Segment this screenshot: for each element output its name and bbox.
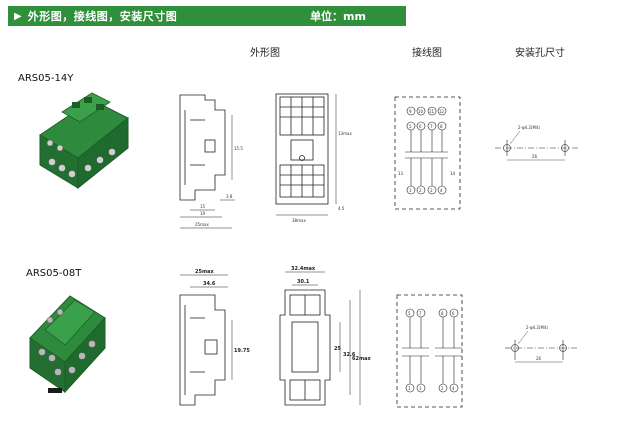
- wiring2-terminal-1: 5: [408, 311, 411, 316]
- mounting-diagram-1: [495, 130, 580, 161]
- dim-side2-a: 25max: [195, 269, 215, 275]
- wiring1-terminal-10: 2: [419, 188, 422, 193]
- mount1-spacing: 26: [532, 154, 538, 159]
- dim-front1-a: 13max: [338, 131, 352, 136]
- wiring1-terminal-5: 5: [409, 124, 412, 129]
- wiring2-terminal-7: 2: [441, 386, 444, 391]
- wiring1-terminal-13: 13: [398, 171, 404, 176]
- product-photo-1: [39, 92, 129, 190]
- product-photo-2: [29, 295, 106, 394]
- wiring2-terminal-5: 1: [408, 386, 411, 391]
- unit-label: 单位：mm: [310, 10, 366, 23]
- model-label-1: ARS05-14Y: [18, 73, 74, 84]
- play-arrow-icon: ▶: [14, 10, 22, 22]
- mounting-diagram-2: [505, 330, 578, 363]
- wiring1-terminal-14: 14: [450, 171, 456, 176]
- dim-front2-a: 32.4max: [291, 266, 316, 272]
- wiring2-terminal-8: 4: [452, 386, 455, 391]
- wiring1-terminal-4: 12: [439, 109, 445, 114]
- wiring-diagram-2: 5 7 8 6 1 3 2 4: [396, 294, 463, 408]
- wiring1-terminal-6: 6: [419, 124, 422, 129]
- wiring1-terminal-2: 10: [418, 109, 424, 114]
- wiring1-terminal-8: 8: [440, 124, 443, 129]
- side-view-1: [179, 94, 235, 229]
- dim-front1-b: 38max: [292, 218, 306, 223]
- mount1-hole-label: 2-φ4.2(M4): [518, 125, 541, 130]
- wiring1-terminal-1: 9: [409, 109, 412, 114]
- side-view-2: [179, 274, 233, 406]
- dim-side1-b: 3.8: [226, 194, 233, 199]
- wiring2-terminal-3: 8: [441, 311, 444, 316]
- dim-side1-a: 15.5: [234, 146, 243, 151]
- dim-side1-e: 25max: [195, 222, 209, 227]
- model-label-2: ARS05-08T: [26, 268, 82, 279]
- mounting-heading: 安装孔尺寸: [515, 48, 565, 59]
- dim-front2-e: 62max: [352, 356, 372, 362]
- outline-heading: 外形图: [250, 48, 280, 59]
- wiring-diagram-1: 9 10 11 12 5 6 7 8 1 2 3 4 13 14: [394, 96, 461, 210]
- wiring2-terminal-4: 6: [452, 311, 455, 316]
- dim-front2-b: 30.1: [297, 279, 310, 285]
- wiring-heading: 接线图: [412, 48, 442, 59]
- wiring2-terminal-6: 3: [419, 386, 422, 391]
- mount2-spacing: 26: [536, 356, 542, 361]
- front-view-1: [275, 93, 337, 216]
- wiring1-terminal-7: 7: [430, 124, 433, 129]
- section-header: ▶ 外形图，接线图，安装尺寸图 单位：mm: [8, 6, 406, 26]
- wiring2-terminal-2: 7: [419, 311, 422, 316]
- dim-side1-c: 15: [200, 204, 206, 209]
- wiring1-terminal-3: 11: [429, 109, 435, 114]
- dim-front1-c: 4.5: [338, 206, 345, 211]
- dim-front2-d: 32.6: [343, 352, 356, 358]
- dim-side1-d: 19: [200, 211, 206, 216]
- wiring1-terminal-12: 4: [440, 188, 443, 193]
- section-title: 外形图，接线图，安装尺寸图: [27, 10, 178, 23]
- dim-front2-c: 25: [334, 346, 341, 352]
- front-view-2: [279, 271, 361, 406]
- mount2-hole-label: 2-φ4.2(M4): [526, 325, 549, 330]
- wiring1-terminal-9: 1: [409, 188, 412, 193]
- dim-side2-b: 34.6: [203, 281, 216, 287]
- dim-side2-c: 19.75: [234, 348, 250, 354]
- wiring1-terminal-11: 3: [430, 188, 433, 193]
